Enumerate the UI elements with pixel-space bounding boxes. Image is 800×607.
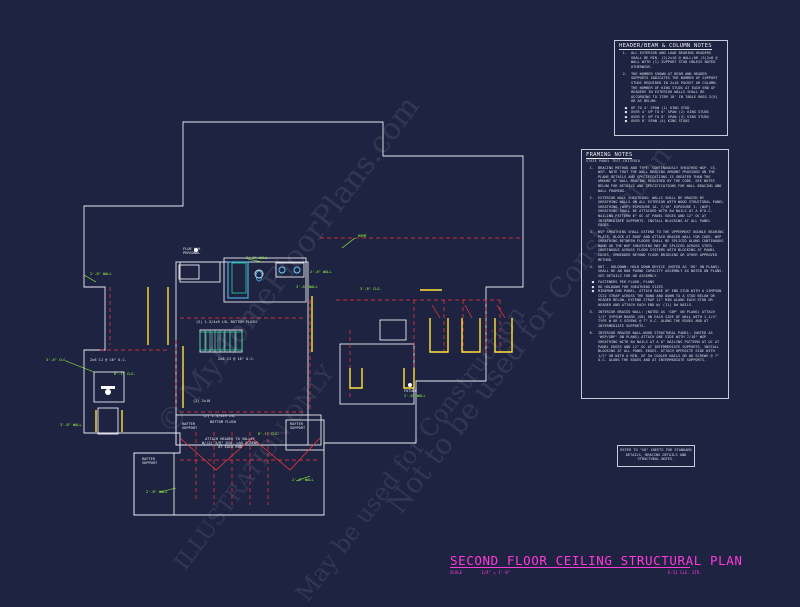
framing-note-6: INTERIOR BRACED WALL-WOOD STRUCTURAL PAN… — [598, 330, 720, 363]
scale-label: SCALE — [450, 570, 463, 575]
header-beam-notes: HEADER/BEAM & COLUMN NOTES 1.ALL EXTERIO… — [614, 40, 728, 136]
chase — [379, 319, 407, 341]
rafter-support-3: RAFTER SUPPORT — [142, 457, 158, 465]
yellow-walls — [95, 287, 513, 432]
future-label: FUTURE — [404, 389, 417, 393]
scale-value: 1/4" = 1'-0" — [481, 570, 511, 575]
left-pocket — [93, 371, 125, 403]
home-label: HOME — [358, 234, 367, 238]
wall-label-8: 3'-8" WALL — [60, 423, 82, 427]
wall-label-6: 2'-8" WALL — [404, 394, 426, 398]
framing-notes-subtitle: STATE PANEL TEST-CRITERIA — [586, 158, 641, 163]
rafter-support-1: RAFTER SUPPORT — [182, 422, 198, 430]
ceil-label-3: 8'-1" CLG. — [114, 372, 136, 376]
closet — [178, 264, 200, 280]
beam-label-2: (2) 1-3/4x9 LVL — [203, 414, 236, 418]
plan-title: SECOND FLOOR CEILING STRUCTURAL PLAN — [450, 553, 743, 568]
framing-notes-title: FRAMING NOTES — [586, 152, 633, 159]
wall-label-7: 3'-8" WALL — [296, 285, 318, 289]
beam-label-1: (2) 1-3/4x9 LVL BOTTOM FLUSH — [196, 320, 257, 324]
framing-note-3: WSP SHEATHING SHALL EXTEND TO THE UPPERM… — [598, 230, 724, 262]
framing-bullet-3: MINIMUM END PANEL, ATTACH BASE OF END ST… — [598, 289, 722, 307]
framing-note-5: INTERIOR BRACED WALL: (NOTED AS 'GBP' ON… — [598, 309, 717, 328]
header-bullet-2: OVER 4' UP TO 6' SPAN (2) KING STUDS — [631, 110, 709, 115]
wall-label-1: 2'-8" WALL — [90, 272, 112, 276]
flue-label: FLUE W/H PERSONAL — [183, 247, 201, 255]
header-label-a: 2x6 CJ @ 16" O.C. — [218, 357, 255, 361]
rafter-support-2: RAFTER SUPPORT — [290, 422, 306, 430]
wall-label-5: 2'-8" WALL — [292, 478, 314, 482]
bath-room — [223, 257, 307, 303]
header-note-2: THE NUMBER SHOWN AT BEAM AND HEADER SUPP… — [631, 71, 718, 104]
header-note-1: ALL EXTERIOR AND LOAD BEARING HEADERS SH… — [631, 50, 718, 69]
attach-note: ATTACH HEADER TO VALLEY W/(2) 3/8" DIA. … — [201, 437, 259, 449]
wall-label-2: 2'-8" WALL — [246, 256, 268, 260]
framing-bullet-2: HD HOLDOWN FOR SHEATHING SIZES — [598, 284, 663, 289]
framing-lines — [100, 237, 520, 505]
beam-label-3: (2) 2x10 — [193, 399, 211, 403]
sheet-ref: E-S1 CLG. STR. — [668, 570, 702, 575]
wall-label-3: 2'-8" WALL — [310, 270, 332, 274]
plan-scale: SCALE 1/4" = 1'-0" — [450, 570, 510, 575]
framing-note-1: BRACING METHOD AND TYPE: CONTINUOUSLY SH… — [598, 165, 722, 193]
reference-note: REFER TO "S0" SHEETS FOR STANDARD DETAIL… — [617, 445, 695, 467]
header-bullet-3: OVER 6' UP TO 8' SPAN (3) KING STUDS — [631, 114, 709, 119]
framing-note-4: HDT - HOLDOWN: HOLD DOWN DEVICE (NOTED A… — [598, 264, 724, 278]
ceil-label-2: 3'-8" CLG. — [360, 287, 382, 291]
bottom-flush-label: BOTTOM FLUSH — [210, 420, 236, 424]
ceil-label-4: 8'-1" CLG. — [258, 432, 280, 436]
framing-notes: FRAMING NOTES STATE PANEL TEST-CRITERIA … — [581, 149, 729, 399]
header-label-b: 2x6 CJ @ 16" O.C. — [90, 358, 127, 362]
header-notes-title: HEADER/BEAM & COLUMN NOTES — [619, 43, 712, 50]
framing-note-2: EXTERIOR WALL SHEATHING: WALLS SHALL BE … — [598, 195, 724, 228]
toilet — [254, 269, 264, 279]
wall-label-4: 2'-8" WALL — [146, 490, 168, 494]
header-bullet-4: OVER 8' SPAN (4) KING STUDS — [631, 119, 690, 124]
right-room — [339, 343, 415, 405]
header-bullet-1: UP TO 4' SPAN (1) KING STUD — [631, 105, 690, 110]
lower-walls — [175, 414, 322, 446]
framing-bullet-1: FASTENERS PER FLOOR, PLANS — [598, 280, 655, 284]
title-underline — [450, 567, 690, 568]
ceil-label-1: 3'-8" CLG. — [46, 358, 68, 362]
